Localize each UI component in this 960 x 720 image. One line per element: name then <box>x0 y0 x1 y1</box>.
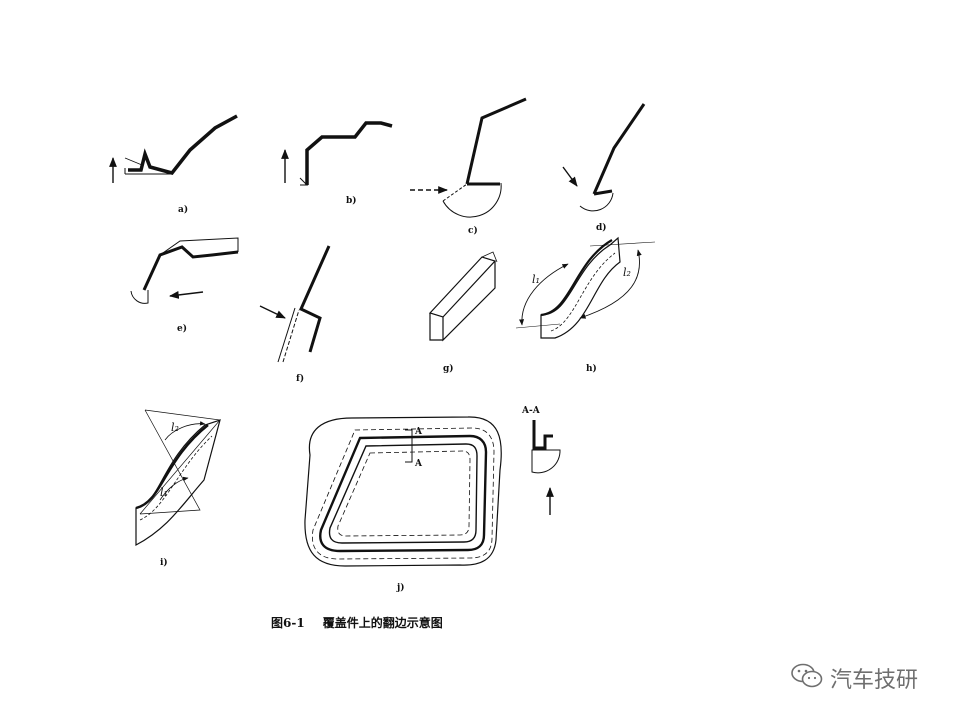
panel-h-dim-line-1 <box>515 323 561 329</box>
panel-j <box>304 416 502 567</box>
panel-d-direction-arrow <box>562 166 578 187</box>
panel-c-die <box>442 182 502 218</box>
panel-i-label: i) <box>160 557 168 568</box>
panel-i-flange-top <box>135 424 209 510</box>
watermark: 汽车技研 <box>790 660 918 696</box>
panel-e-label: e) <box>177 323 187 334</box>
panel-i-arc-l1 <box>159 476 189 501</box>
panel-i-triangle <box>139 409 221 515</box>
panel-j-dash-inner <box>337 450 471 537</box>
section-aa <box>531 420 561 515</box>
panel-j-flange-inner <box>328 443 478 544</box>
panel-e-panel <box>159 237 239 256</box>
panel-i-dash <box>139 435 213 521</box>
panel-a-angle <box>124 157 143 166</box>
watermark-text: 汽车技研 <box>830 668 919 693</box>
panel-j-sheet-outline <box>304 416 502 567</box>
panel-g-label: g) <box>443 363 454 374</box>
panel-h-l1-label: l₁ <box>532 273 540 286</box>
panel-j-section-line <box>405 429 413 463</box>
panel-h-arc-l1 <box>519 263 569 326</box>
panel-h-arc-l2 <box>579 249 642 319</box>
panel-a-profile <box>128 114 238 175</box>
panel-h <box>515 236 656 339</box>
panel-b-profile <box>305 121 393 185</box>
panel-f-label: f) <box>296 373 304 384</box>
panel-d-profile <box>592 103 646 195</box>
panel-e-direction-arrow <box>169 291 204 299</box>
panel-j-label: j) <box>396 582 405 593</box>
panel-i-l1-label: l₁ <box>160 486 168 499</box>
panel-g-edge <box>481 251 498 263</box>
panel-i-arc-l2 <box>164 421 206 441</box>
panel-h-dim-line-2 <box>589 241 656 247</box>
panel-d-flange <box>593 189 613 196</box>
panel-j-cut-mark-top: A <box>414 427 423 437</box>
panel-e-profile <box>142 245 239 291</box>
figure-title: 覆盖件上的翻边示意图 <box>322 616 443 630</box>
panel-h-label: h) <box>586 363 597 374</box>
panel-i-surface <box>135 419 221 546</box>
panel-a-blank <box>124 168 172 175</box>
panel-f-profile <box>299 245 331 353</box>
panel-h-outer-curve <box>540 236 621 339</box>
panel-e <box>130 237 239 304</box>
panel-c-die-edge <box>442 183 468 202</box>
panel-g-flange-strip <box>428 256 497 318</box>
panel-i <box>135 409 221 546</box>
panel-h-dash <box>550 252 616 332</box>
figure-caption: 图6-1 覆盖件上的翻边示意图 <box>271 614 443 631</box>
panel-a <box>109 114 238 183</box>
panel-c <box>410 97 527 218</box>
section-aa-label: A-A <box>521 406 541 416</box>
panel-d-label: d) <box>596 222 607 233</box>
panel-j-cut-mark-bottom: A <box>414 459 423 469</box>
panel-f-blank-edge <box>277 307 296 363</box>
panel-j-flange-outer <box>319 434 488 553</box>
panel-f <box>259 245 331 363</box>
panel-g <box>428 251 498 342</box>
panel-j-dash-outer <box>311 427 495 560</box>
panel-b-edge <box>299 177 309 186</box>
figure-number: 图6-1 <box>271 616 305 630</box>
panel-h-l2-label: l₂ <box>623 266 631 279</box>
wechat-icon <box>790 662 824 694</box>
panel-g-front-face <box>429 313 443 341</box>
panel-b <box>281 121 393 186</box>
section-aa-die <box>531 449 561 474</box>
panel-f-blank <box>282 309 300 363</box>
panel-d <box>562 103 646 212</box>
panel-g-web <box>442 261 496 342</box>
panel-c-profile <box>465 97 527 185</box>
panel-d-die <box>579 192 614 212</box>
panel-f-direction-arrow <box>259 305 286 319</box>
panel-e-die <box>130 290 149 304</box>
panel-i-l2-label: l₂ <box>171 421 179 434</box>
panel-c-label: c) <box>468 225 478 236</box>
panel-a-label: a) <box>178 204 188 215</box>
panel-b-label: b) <box>346 195 357 206</box>
section-aa-profile <box>532 420 553 450</box>
